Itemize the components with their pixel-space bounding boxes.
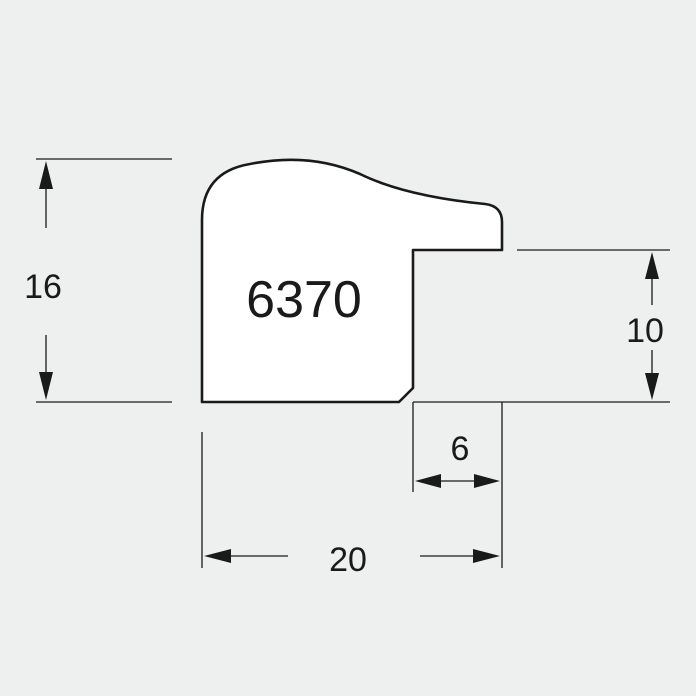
rebate-width-arrow-right-icon	[474, 474, 500, 488]
width-total-label: 20	[329, 541, 367, 579]
height-arrow-down-icon	[39, 372, 53, 400]
width-arrow-right-icon	[473, 549, 500, 563]
rebate-width-arrow-left-icon	[415, 474, 441, 488]
rebate-height-arrow-down-icon	[645, 373, 659, 400]
height-total-label: 16	[24, 268, 62, 306]
height-arrow-up-icon	[39, 161, 53, 189]
rebate-height-arrow-up-icon	[645, 252, 659, 279]
rebate-width-label: 6	[451, 430, 470, 468]
rebate-height-label: 10	[626, 312, 664, 350]
profile-code-label: 6370	[246, 271, 362, 329]
frame-profile-outline	[200, 158, 504, 404]
width-arrow-left-icon	[204, 549, 231, 563]
